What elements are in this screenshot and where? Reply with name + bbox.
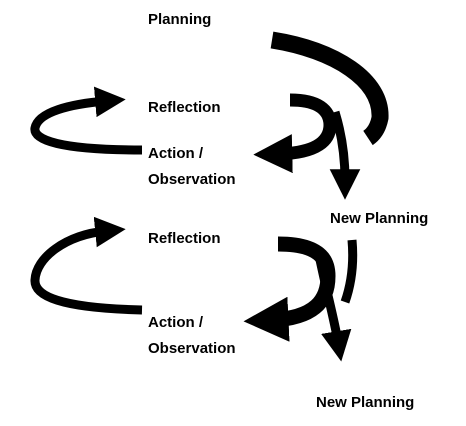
label-planning: Planning [148, 11, 211, 28]
planning-to-action-arrow [253, 93, 337, 174]
planning-arc-arrow [270, 31, 389, 146]
label-action-1a: Action / [148, 145, 204, 162]
label-reflection-1: Reflection [148, 99, 221, 116]
to-new-planning-arrow-2 [313, 249, 352, 362]
label-reflection-2: Reflection [148, 230, 221, 247]
label-new-planning-1: New Planning [330, 210, 428, 227]
label-action-2a: Action / [148, 314, 204, 331]
action-to-reflection-loop-1 [30, 86, 143, 155]
label-action-1b: Observation [148, 171, 236, 188]
label-new-planning-2: New Planning [316, 394, 414, 411]
label-action-2b: Observation [148, 340, 236, 357]
right-arc-2 [340, 239, 358, 304]
action-to-reflection-loop-2 [30, 216, 143, 315]
to-new-planning-arrow-1 [329, 110, 361, 200]
